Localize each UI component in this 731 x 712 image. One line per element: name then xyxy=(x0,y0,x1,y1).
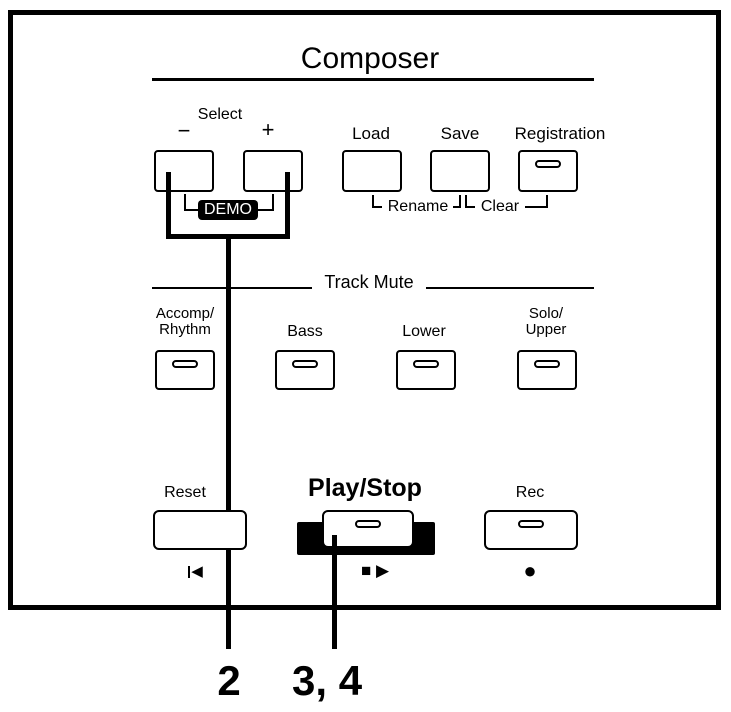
solo-upper-button[interactable] xyxy=(517,350,577,390)
reset-label: Reset xyxy=(164,484,206,501)
bass-led xyxy=(292,360,318,368)
play-stop-label: Play/Stop xyxy=(308,474,422,502)
clear-bracket-left xyxy=(465,195,467,208)
clear-bracket-right xyxy=(546,195,548,208)
solo-label-line2: Upper xyxy=(525,321,567,338)
save-label: Save xyxy=(440,124,480,143)
clear-bracket-right-base xyxy=(525,206,547,208)
callout-line-3-4 xyxy=(332,535,337,649)
select-plus-button[interactable] xyxy=(243,150,303,192)
callout-bracket-right xyxy=(285,172,290,238)
rename-bracket-left-base xyxy=(372,206,382,208)
accomp-rhythm-button[interactable] xyxy=(155,350,215,390)
demo-badge: DEMO xyxy=(198,200,258,220)
section-title: Composer xyxy=(300,42,440,75)
select-plus-label: + xyxy=(261,117,275,142)
title-rule xyxy=(152,78,594,81)
load-label: Load xyxy=(352,124,390,143)
play-stop-led xyxy=(355,520,381,528)
select-label: Select xyxy=(197,106,243,123)
track-mute-title: Track Mute xyxy=(324,272,414,292)
registration-label: Registration xyxy=(514,124,606,143)
callout-number-3-4: 3, 4 xyxy=(292,657,363,704)
callout-bracket-left xyxy=(166,172,171,238)
accomp-rhythm-led xyxy=(172,360,198,368)
save-button[interactable] xyxy=(430,150,490,192)
solo-label-line1: Solo/ xyxy=(528,305,564,322)
track-mute-rule-left xyxy=(152,287,312,289)
lower-label: Lower xyxy=(402,323,446,340)
registration-button[interactable] xyxy=(518,150,578,192)
clear-bracket-left-base xyxy=(465,206,475,208)
reset-symbol-icon: ◀ xyxy=(191,563,203,580)
rename-bracket-right xyxy=(459,195,461,208)
accomp-label-line2: Rhythm xyxy=(159,321,211,338)
track-mute-rule-right xyxy=(426,287,594,289)
rename-bracket-right-base xyxy=(453,206,461,208)
lower-button[interactable] xyxy=(396,350,456,390)
demo-bracket-right xyxy=(272,194,274,210)
reset-button[interactable] xyxy=(153,510,247,550)
accomp-label-line1: Accomp/ xyxy=(155,305,215,322)
play-stop-symbol-icon: ■ ▶ xyxy=(360,561,390,580)
rec-button[interactable] xyxy=(484,510,578,550)
rename-label: Rename xyxy=(387,198,449,215)
select-minus-label: − xyxy=(177,118,191,143)
rec-led xyxy=(518,520,544,528)
solo-upper-led xyxy=(534,360,560,368)
demo-bracket-left xyxy=(184,194,186,210)
clear-label: Clear xyxy=(480,198,520,215)
lower-led xyxy=(413,360,439,368)
select-minus-button[interactable] xyxy=(154,150,214,192)
callout-number-2: 2 xyxy=(217,657,241,704)
callout-line-2 xyxy=(226,234,231,649)
play-stop-button[interactable] xyxy=(322,510,414,548)
rec-label: Rec xyxy=(515,484,545,501)
reset-symbol-bar xyxy=(188,566,190,578)
registration-indicator-led xyxy=(535,160,561,168)
rec-symbol-icon: ● xyxy=(523,558,537,583)
rename-bracket-left xyxy=(372,195,374,208)
bass-button[interactable] xyxy=(275,350,335,390)
load-button[interactable] xyxy=(342,150,402,192)
bass-label: Bass xyxy=(287,323,323,340)
